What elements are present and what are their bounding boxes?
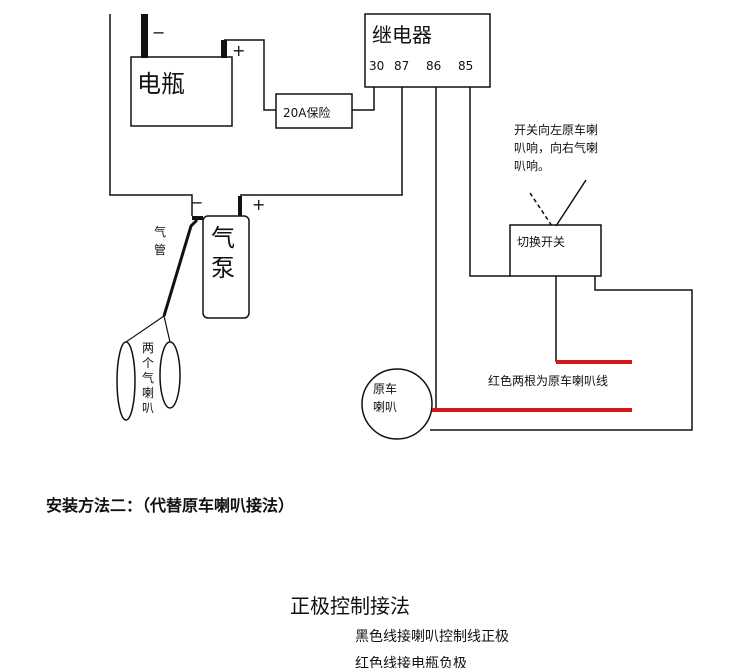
fuse: 20A保险 — [275, 93, 353, 129]
horn-left — [116, 341, 136, 421]
wires — [109, 14, 693, 431]
horn-tube-right — [163, 315, 171, 343]
wire-relay-87-to-pump-pos — [240, 87, 403, 196]
battery-plus-sign: + — [232, 41, 245, 60]
relay-pin-85: 85 — [458, 59, 473, 73]
original-horn-label-1: 原车 — [373, 381, 397, 396]
original-horn-circle — [361, 368, 433, 440]
twin-air-horns: 两 个 气 喇 叭 — [116, 315, 181, 421]
switch-right-indicator — [555, 179, 587, 227]
horns-label-1: 两 — [142, 341, 154, 355]
fuse-box — [275, 93, 353, 129]
relay-pin-30: 30 — [369, 59, 384, 73]
battery-label: 电瓶 — [137, 70, 185, 98]
switch-note-line3: 叭响。 — [514, 158, 550, 173]
relay-pin-86: 86 — [426, 59, 441, 73]
wire-switch-right-output — [430, 276, 693, 431]
horn-right — [159, 341, 181, 409]
air-pump: 气 泵 − + — [190, 193, 265, 319]
switch-left-indicator — [529, 192, 553, 227]
relay-box — [364, 13, 491, 88]
red-wires-note: 红色两根为原车喇叭线 — [488, 373, 608, 388]
battery-box — [130, 56, 233, 127]
pump-label-1: 气 — [211, 224, 235, 252]
pump-negative-terminal — [192, 216, 203, 220]
battery-positive-terminal — [221, 40, 227, 58]
note-black-wire: 黑色线接喇叭控制线正极 — [355, 628, 509, 645]
horn-tube-left — [125, 315, 165, 343]
original-horn: 原车 喇叭 — [361, 368, 433, 440]
pump-label-2: 泵 — [211, 254, 235, 282]
relay-pin-87: 87 — [394, 59, 409, 73]
original-horn-label-2: 喇叭 — [373, 399, 397, 414]
horns-label-5: 叭 — [142, 401, 154, 415]
battery-negative-terminal — [141, 14, 148, 58]
pump-minus-sign: − — [190, 193, 203, 212]
switch-note-line2: 叭响，向右气喇 — [514, 140, 598, 155]
switch-label: 切换开关 — [517, 235, 565, 249]
wire-battery-pos-to-fuse — [224, 39, 276, 111]
wire-battery-neg-to-pump-neg — [109, 14, 193, 216]
fuse-label: 20A保险 — [283, 105, 330, 120]
relay: 继电器 30 87 86 85 — [364, 13, 491, 88]
relay-label: 继电器 — [372, 23, 432, 47]
battery-minus-sign: − — [152, 23, 165, 42]
switch: 切换开关 — [509, 224, 602, 277]
air-tube-label-1: 气 — [154, 224, 166, 239]
wire-relay-85-to-switch — [469, 87, 510, 277]
positive-control-title: 正极控制接法 — [290, 594, 410, 618]
method-title: 安装方法二：（代替原车喇叭接法） — [46, 496, 294, 515]
pump-positive-terminal — [238, 196, 242, 216]
switch-box — [509, 224, 602, 277]
horns-label-4: 喇 — [142, 385, 154, 400]
pump-body — [202, 215, 250, 319]
horns-label-3: 气 — [142, 370, 154, 385]
air-tube — [162, 218, 199, 317]
wire-fuse-to-relay-30 — [352, 87, 375, 111]
battery: 电瓶 − + — [130, 14, 245, 127]
note-red-wire: 红色线接电瓶负极 — [355, 655, 467, 668]
air-tube-label-2: 管 — [154, 242, 166, 257]
pump-plus-sign: + — [252, 195, 265, 214]
horns-label-2: 个 — [142, 356, 154, 370]
switch-note-line1: 开关向左原车喇 — [514, 122, 598, 137]
